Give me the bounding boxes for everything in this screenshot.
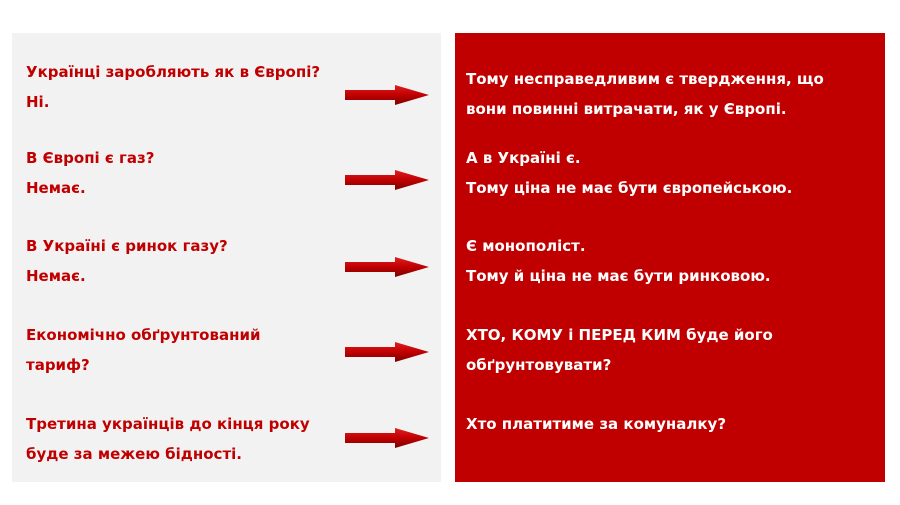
answer-3: Є монополіст. Тому й ціна не має бути рин… [466, 231, 771, 291]
answer-line: Тому й ціна не має бути ринковою. [466, 267, 771, 285]
question-line: В Україні є ринок газу? [26, 237, 228, 255]
question-line: буде за межею бідності. [26, 445, 242, 463]
answer-line: Тому ціна не має бути європейською. [466, 179, 793, 197]
question-3: В Україні є ринок газу? Немає. [26, 231, 228, 291]
answer-line: Тому несправедливим є твердження, що [466, 70, 824, 88]
answer-line: Хто платитиме за комуналку? [466, 415, 727, 433]
question-line: Немає. [26, 267, 86, 285]
question-line: Економічно обґрунтований [26, 326, 261, 344]
question-5: Третина українців до кінця року буде за м… [26, 409, 310, 469]
arrow-right-icon [345, 85, 429, 105]
questions-panel [12, 33, 441, 482]
answer-2: А в Україні є. Тому ціна не має бути євро… [466, 143, 792, 203]
answer-line: обґрунтовувати? [466, 356, 612, 374]
answer-1: Тому несправедливим є твердження, що вони… [466, 64, 824, 124]
question-2: В Європі є газ? Немає. [26, 143, 154, 203]
answer-4: ХТО, КОМУ і ПЕРЕД КИМ буде його обґрунтов… [466, 320, 773, 380]
arrow-right-icon [345, 428, 429, 448]
question-line: Третина українців до кінця року [26, 415, 310, 433]
question-1: Українці заробляють як в Європі? Ні. [26, 57, 320, 117]
arrow-right-icon [345, 342, 429, 362]
answer-line: А в Україні є. [466, 149, 581, 167]
arrow-right-icon [345, 257, 429, 277]
question-line: Українці заробляють як в Європі? [26, 63, 321, 81]
arrow-right-icon [345, 170, 429, 190]
question-line: Немає. [26, 179, 86, 197]
question-line: Ні. [26, 93, 50, 111]
question-line: В Європі є газ? [26, 149, 155, 167]
answer-5: Хто платитиме за комуналку? [466, 409, 726, 439]
question-4: Економічно обґрунтований тариф? [26, 320, 261, 380]
question-line: тариф? [26, 356, 90, 374]
answer-line: Є монополіст. [466, 237, 586, 255]
answer-line: ХТО, КОМУ і ПЕРЕД КИМ буде його [466, 326, 773, 344]
answers-panel [455, 33, 885, 482]
answer-line: вони повинні витрачати, як у Європі. [466, 100, 787, 118]
